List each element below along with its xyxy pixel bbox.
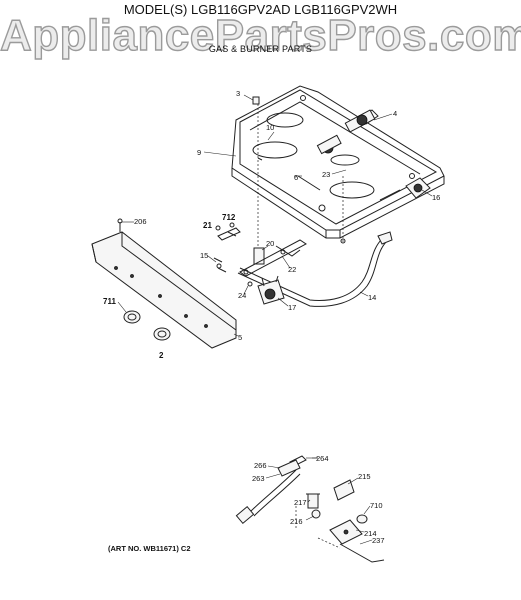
art-number: (ART NO. WB11671) C2 — [108, 544, 191, 553]
part-16-bracket — [405, 177, 431, 199]
part-712 — [229, 222, 235, 228]
manifold-valve-assembly — [213, 227, 307, 287]
callout-24: 24 — [238, 291, 246, 300]
part-3-screw — [243, 94, 260, 105]
callout-16: 16 — [432, 193, 440, 202]
burner-box-pan — [231, 85, 445, 239]
callout-14: 14 — [368, 293, 376, 302]
callout-5: 5 — [238, 333, 242, 342]
part-206-screw — [117, 218, 123, 232]
part-5-control-panel — [91, 231, 237, 349]
callout-710: 710 — [370, 501, 383, 510]
callout-217: 217 — [294, 498, 307, 507]
lower-valve-assembly — [235, 455, 385, 563]
callout-206: 206 — [134, 217, 147, 226]
callout-23: 23 — [322, 170, 330, 179]
callout-6: 6 — [294, 173, 298, 182]
callout-237: 237 — [372, 536, 385, 545]
callout-15: 15 — [200, 251, 208, 260]
section-title: GAS & BURNER PARTS — [208, 44, 313, 54]
watermark-logo: AppliancePartsPros.com — [0, 10, 521, 60]
part-4-switch — [316, 109, 376, 155]
callout-22: 22 — [288, 265, 296, 274]
part-14-gas-tube — [237, 231, 393, 307]
callout-21: 21 — [203, 221, 212, 230]
callout-3: 3 — [236, 89, 240, 98]
callout-712: 712 — [222, 213, 236, 222]
model-numbers: MODEL(S) LGB116GPV2AD LGB116GPV2WH — [123, 2, 398, 17]
part-21 — [215, 225, 221, 231]
callout-711: 711 — [103, 297, 116, 306]
callout-264: 264 — [316, 454, 329, 463]
callout-9: 9 — [197, 148, 201, 157]
callout-266: 266 — [254, 461, 267, 470]
part-711-knob — [123, 310, 141, 324]
part-2-knob — [153, 327, 171, 341]
part-17-valve — [257, 275, 285, 305]
callout-214: 214 — [364, 529, 377, 538]
callout-17: 17 — [288, 303, 296, 312]
callout-2: 2 — [159, 351, 164, 360]
callout-10: 10 — [266, 123, 274, 132]
callout-263: 263 — [252, 474, 265, 483]
callout-216: 216 — [290, 517, 303, 526]
callout-215: 215 — [358, 472, 371, 481]
callout-20: 20 — [266, 239, 274, 248]
callout-4: 4 — [393, 109, 397, 118]
